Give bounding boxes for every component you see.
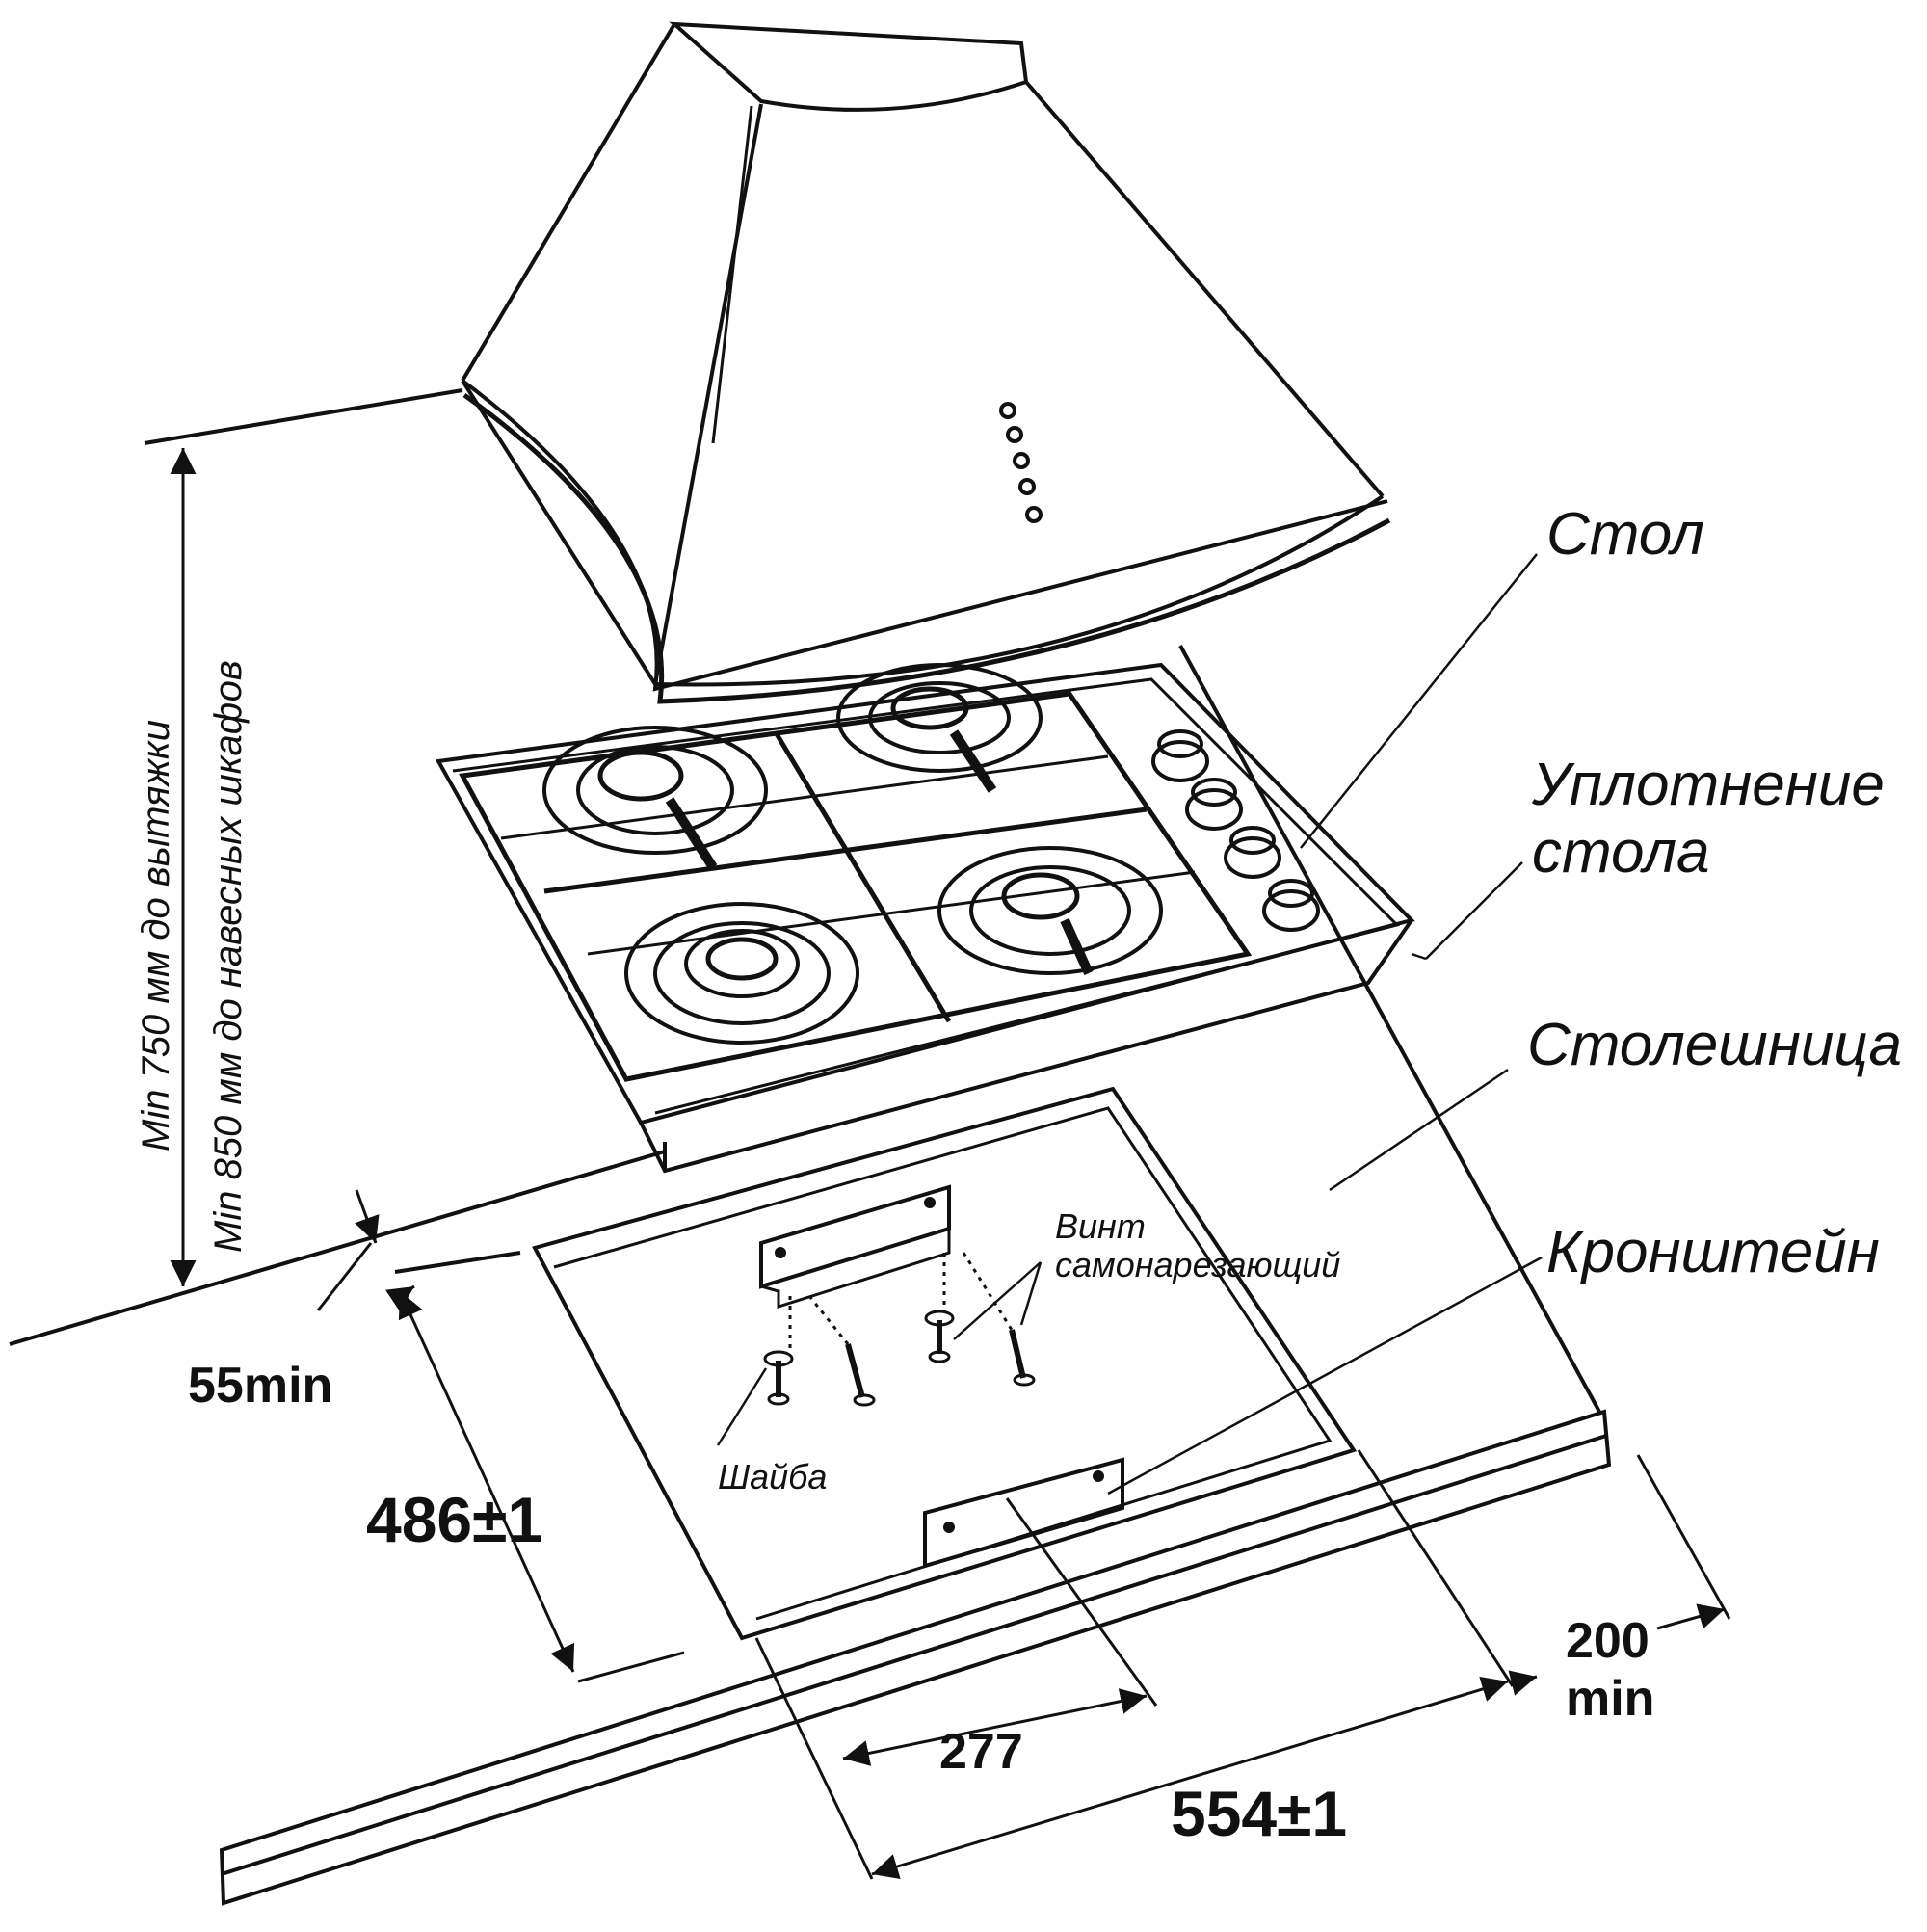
dim-front-gap: 55min (188, 1358, 332, 1414)
dim-depth: 486±1 (366, 1484, 542, 1555)
hood-button-icon (999, 402, 1016, 419)
label-screw-line2: самонарезающий (1055, 1245, 1340, 1284)
label-bracket: Кронштейн (1546, 1219, 1880, 1285)
cooker-hood (461, 21, 1391, 704)
knob-icon (1262, 889, 1320, 932)
dim-side-gap-line2: min (1566, 1671, 1654, 1727)
hood-button-icon (1013, 452, 1030, 469)
knob-icon (1185, 788, 1243, 831)
knob-icon (1229, 826, 1276, 855)
note-min-750-hood: Min 750 мм до вытяжки (135, 720, 177, 1151)
burner-rear-left (542, 726, 768, 870)
knob-icon (1157, 729, 1203, 758)
knob-icon (1224, 836, 1281, 879)
dim-side-gap-line1: 200 (1566, 1613, 1650, 1669)
countertop (9, 388, 1612, 1906)
knob-icon (1151, 740, 1209, 782)
dim-half-width: 277 (939, 1724, 1023, 1780)
knob-icon (1268, 879, 1314, 908)
screws (763, 1252, 1036, 1407)
control-knobs (1151, 729, 1320, 932)
hood-button-icon (1018, 478, 1036, 495)
label-countertop: Столешница (1527, 1012, 1902, 1078)
front-bracket (923, 1457, 1124, 1569)
label-seal-line2: стола (1532, 819, 1710, 886)
dim-width: 554±1 (1171, 1778, 1347, 1849)
burner-front-left (624, 902, 859, 1045)
hood-button-icon (1006, 426, 1023, 443)
label-washer: Шайба (718, 1457, 827, 1496)
burner-front-right (937, 846, 1163, 976)
note-min-850-cabinets: Min 850 мм до навесных шкафов (207, 660, 250, 1253)
rear-bracket (759, 1184, 951, 1310)
dimension-lines (170, 448, 1731, 1880)
leader-lines (716, 553, 1543, 1495)
gas-hob (435, 662, 1415, 1174)
hood-button-icon (1025, 506, 1043, 523)
burner-rear-right (836, 663, 1043, 793)
label-table: Стол (1546, 501, 1704, 568)
label-seal-line1: Уплотнение (1531, 752, 1885, 818)
label-screw-line1: Винт (1055, 1206, 1146, 1246)
knob-icon (1191, 778, 1237, 807)
